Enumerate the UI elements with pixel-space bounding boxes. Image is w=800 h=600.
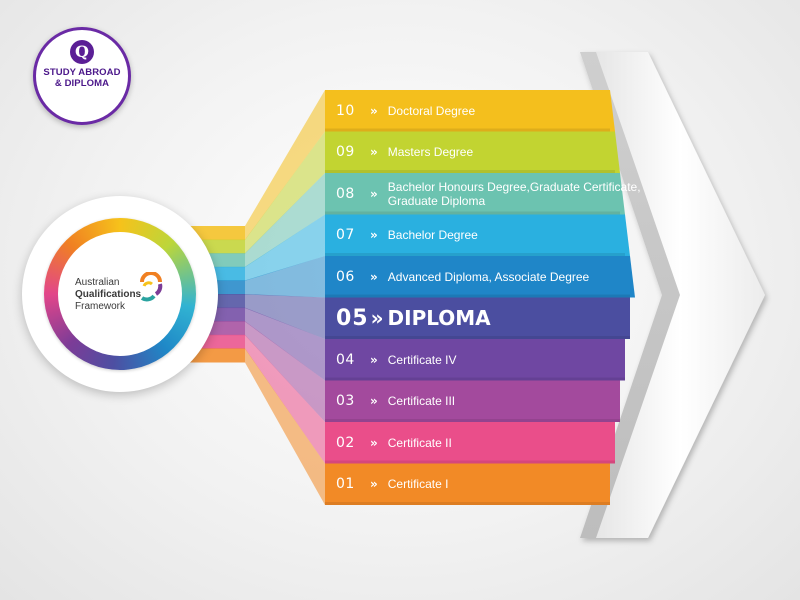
aqf-name-line3: Framework (75, 301, 126, 312)
aqf-wordmark: Australian Qualifications Framework (75, 277, 145, 313)
double-chevron-icon: » (370, 435, 378, 450)
level-row-08: 08 » Bachelor Honours Degree,Graduate Cert… (336, 177, 641, 211)
level-name-line1: Bachelor Honours Degree,Graduate Certifi… (387, 179, 641, 194)
double-chevron-icon: » (370, 145, 378, 160)
level-number: 02 (336, 434, 355, 451)
level-name: Advanced Diploma, Associate Degree (387, 269, 590, 284)
level-name: Doctoral Degree (387, 103, 476, 118)
double-chevron-icon: » (370, 186, 378, 201)
level-row-09: 09 » Masters Degree (336, 135, 473, 169)
level-name: Certificate II (387, 435, 452, 450)
level-number: 08 (336, 185, 355, 202)
aqf-badge-inner (58, 232, 182, 356)
level-name-line2: Graduate Diploma (387, 193, 486, 208)
level-row-06: 06 » Advanced Diploma, Associate Degree (336, 260, 589, 294)
level-row-10: 10 » Doctoral Degree (336, 94, 475, 128)
logo-text-line2: & DIPLOMA (54, 78, 110, 89)
level-number: 06 (336, 268, 355, 285)
double-chevron-icon: » (370, 103, 378, 118)
level-band-04 (150, 307, 625, 381)
aqf-logo-icon (140, 272, 163, 302)
double-chevron-icon: » (370, 477, 378, 492)
level-name: Certificate IV (387, 352, 457, 367)
level-band-03 (150, 321, 620, 422)
level-row-03: 03 » Certificate III (336, 384, 455, 418)
level-number: 04 (336, 351, 355, 368)
level-number: 05 (336, 305, 369, 331)
level-number: 07 (336, 227, 355, 244)
aqf-name-line1: Australian (75, 277, 120, 288)
level-number: 01 (336, 476, 355, 493)
double-chevron-icon: » (370, 394, 378, 409)
logo-text-line1: STUDY ABROAD (43, 67, 121, 78)
level-row-07: 07 » Bachelor Degree (336, 218, 478, 252)
logo-q-mark: Q (70, 40, 94, 64)
double-chevron-icon: » (370, 228, 378, 243)
level-band-10 (150, 90, 615, 241)
level-number: 09 (336, 144, 355, 161)
double-chevron-icon: » (370, 352, 378, 367)
level-name: Bachelor Honours Degree,Graduate Certifi… (388, 180, 641, 208)
level-row-01: 01 » Certificate I (336, 467, 448, 501)
level-row-05: 05»DIPLOMA (336, 301, 491, 335)
level-name: Masters Degree (387, 145, 474, 160)
level-name: DIPLOMA (387, 306, 491, 331)
double-chevron-icon: » (370, 306, 384, 331)
level-band-09 (150, 131, 620, 254)
level-row-04: 04 » Certificate IV (336, 343, 456, 377)
level-number: 10 (336, 102, 355, 119)
double-chevron-icon: » (370, 269, 378, 284)
aqf-name-line2: Qualifications (75, 289, 142, 300)
large-arrow-shape (580, 52, 765, 538)
level-name: Bachelor Degree (387, 228, 478, 243)
level-number: 03 (336, 393, 355, 410)
level-name: Certificate I (387, 477, 449, 492)
level-name: Certificate III (387, 394, 456, 409)
study-abroad-logo: Q STUDY ABROAD & DIPLOMA (33, 27, 131, 125)
level-row-02: 02 » Certificate II (336, 426, 452, 460)
